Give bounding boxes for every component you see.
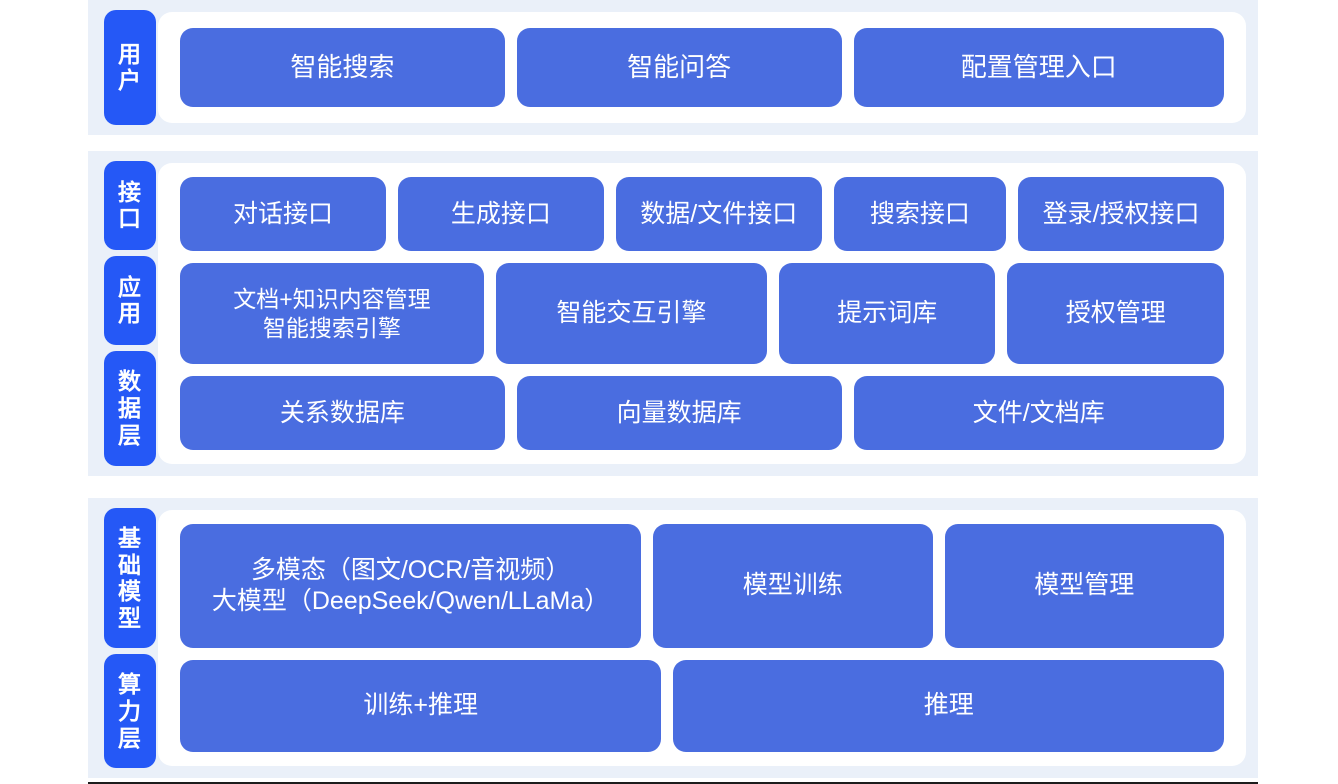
row-user-entries: 智能搜索 智能问答 配置管理入口: [180, 28, 1224, 107]
node-dialog-api[interactable]: 对话接口: [180, 176, 386, 252]
section-user-card: 智能搜索 智能问答 配置管理入口: [158, 12, 1246, 123]
label-tab-compute-layer: 算力层: [104, 654, 156, 768]
section-user-labels: 用户: [88, 0, 156, 135]
node-smart-interaction-engine[interactable]: 智能交互引擎: [495, 263, 767, 364]
node-prompt-library[interactable]: 提示词库: [778, 263, 996, 364]
node-search-api[interactable]: 搜索接口: [833, 176, 1007, 252]
node-vector-database[interactable]: 向量数据库: [516, 375, 842, 451]
band-gap-platform-foundation: [88, 476, 1258, 499]
node-smart-qa[interactable]: 智能问答: [516, 28, 842, 107]
node-authorization-management[interactable]: 授权管理: [1007, 263, 1224, 364]
section-platform-card: 对话接口 生成接口 数据/文件接口 搜索接口 登录/授权接口 文档+知识内容管理…: [158, 162, 1246, 465]
node-login-auth-api[interactable]: 登录/授权接口: [1018, 176, 1224, 252]
label-tab-foundation-model: 基础模型: [104, 508, 156, 649]
row-application: 文档+知识内容管理 智能搜索引擎 智能交互引擎 提示词库 授权管理: [180, 263, 1224, 364]
band-gap-user-platform: [88, 134, 1258, 151]
node-relational-database[interactable]: 关系数据库: [180, 375, 505, 451]
label-tab-user: 用户: [104, 10, 156, 125]
node-multimodal-large-model[interactable]: 多模态（图文/OCR/音视频） 大模型（DeepSeek/Qwen/LLaMa）: [180, 524, 642, 648]
node-config-management-entry[interactable]: 配置管理入口: [853, 28, 1224, 107]
row-data-layer: 关系数据库 向量数据库 文件/文档库: [180, 375, 1224, 451]
section-foundation-labels: 基础模型 算力层: [88, 498, 156, 778]
node-model-training[interactable]: 模型训练: [653, 524, 933, 648]
section-platform: 接口 应用 数据层 对话接口 生成接口 数据/文件接口 搜索接口 登录/授权接口…: [88, 150, 1258, 477]
node-training-inference[interactable]: 训练+推理: [180, 659, 662, 753]
node-doc-knowledge-search-engine[interactable]: 文档+知识内容管理 智能搜索引擎: [180, 263, 484, 364]
bottom-divider: [88, 778, 1258, 784]
node-generation-api[interactable]: 生成接口: [397, 176, 604, 252]
row-compute-layer: 训练+推理 推理: [180, 659, 1224, 753]
node-inference[interactable]: 推理: [673, 659, 1224, 753]
section-foundation: 基础模型 算力层 多模态（图文/OCR/音视频） 大模型（DeepSeek/Qw…: [88, 498, 1258, 778]
node-model-management[interactable]: 模型管理: [944, 524, 1224, 648]
section-foundation-card: 多模态（图文/OCR/音视频） 大模型（DeepSeek/Qwen/LLaMa）…: [158, 510, 1246, 766]
architecture-diagram: 用户 智能搜索 智能问答 配置管理入口 接口 应用 数据层 对话接口 生成接口 …: [88, 0, 1258, 784]
label-tab-data-layer: 数据层: [104, 350, 156, 467]
label-tab-interface: 接口: [104, 160, 156, 250]
label-tab-application: 应用: [104, 255, 156, 345]
section-platform-labels: 接口 应用 数据层: [88, 151, 156, 476]
node-data-file-api[interactable]: 数据/文件接口: [615, 176, 822, 252]
node-file-document-store[interactable]: 文件/文档库: [853, 375, 1224, 451]
section-user: 用户 智能搜索 智能问答 配置管理入口: [88, 0, 1258, 135]
row-foundation-model: 多模态（图文/OCR/音视频） 大模型（DeepSeek/Qwen/LLaMa）…: [180, 524, 1224, 648]
row-interface: 对话接口 生成接口 数据/文件接口 搜索接口 登录/授权接口: [180, 176, 1224, 252]
node-smart-search[interactable]: 智能搜索: [180, 28, 505, 107]
